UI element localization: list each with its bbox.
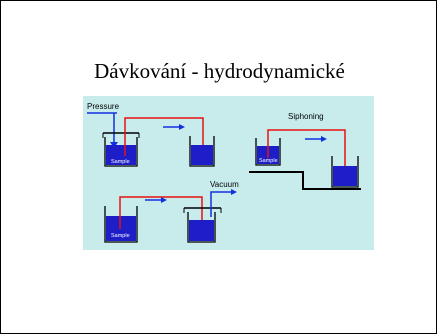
vacuum-dest-vial (187, 212, 216, 243)
pressure-label: Pressure (87, 102, 120, 111)
vacuum-label: Vacuum (210, 180, 239, 189)
vacuum-panel: Vacuum Sample (104, 180, 239, 243)
pressure-sample-liquid (106, 145, 136, 165)
vacuum-sample-label: Sample (111, 233, 130, 239)
siphoning-capillary (267, 129, 346, 176)
pressure-flow-arrow-icon (179, 124, 185, 130)
vacuum-dest-liquid (189, 220, 214, 241)
pressure-panel: Pressure Sample (87, 102, 215, 167)
pressure-sample-label: Sample (111, 159, 130, 165)
siphoning-panel: Siphoning Sample (249, 112, 361, 190)
hydrodynamic-injection-diagram: Pressure Sample Siphoning (83, 96, 374, 250)
vacuum-suction-arrow-icon (231, 189, 237, 195)
vacuum-sample-vial (104, 206, 138, 243)
vacuum-flow-arrow-icon (161, 197, 167, 203)
pressure-sample-vial (104, 137, 138, 167)
siphoning-sample-label: Sample (259, 158, 278, 164)
pressure-capillary (124, 117, 204, 156)
siphoning-dest-vial (331, 156, 359, 188)
pressure-dest-vial (189, 136, 215, 167)
siphoning-label: Siphoning (288, 112, 324, 121)
vacuum-suction-line (210, 191, 231, 217)
slide-title: Dávkování - hydrodynamické (94, 59, 345, 83)
siphoning-step-platform (249, 171, 361, 190)
siphoning-sample-vial (255, 138, 281, 166)
siphoning-flow-arrow-icon (321, 136, 327, 142)
vacuum-sample-liquid (106, 216, 136, 241)
siphoning-dest-liquid (333, 166, 357, 186)
pressure-dest-liquid (191, 145, 213, 165)
